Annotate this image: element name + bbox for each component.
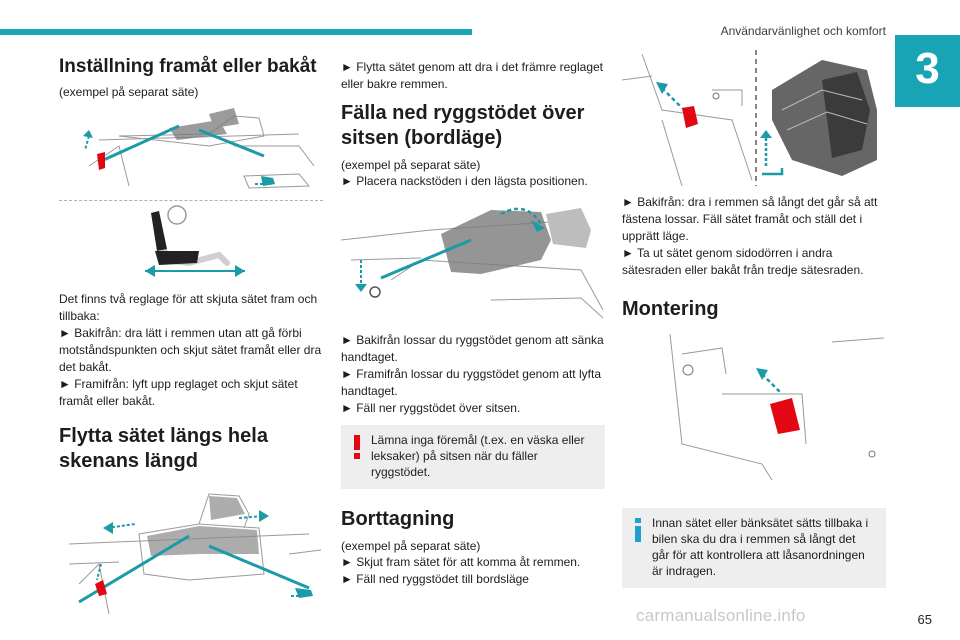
info-text: Innan sätet eller bänksätet sätts tillba… xyxy=(652,516,869,578)
watermark: carmanualsonline.info xyxy=(636,606,806,625)
warning-text: Lämna inga föremål (t.ex. en väska eller… xyxy=(371,433,585,479)
heading-forward-backward: Inställning framåt eller bakåt xyxy=(59,56,317,77)
illustration-person-seated xyxy=(145,205,245,277)
section-title: Användarvänlighet och komfort xyxy=(720,24,886,38)
bullet-from-behind: ► Bakifrån: dra lätt i remmen utan att g… xyxy=(59,326,322,374)
para-two-controls: Det finns två reglage för att skjuta sät… xyxy=(59,292,318,323)
column-left: Inställning framåt eller bakåt (exempel … xyxy=(59,54,323,616)
header-accent-bar xyxy=(0,29,472,35)
heading-fold-backrest: Fälla ned ryggstödet över sitsen (bordlä… xyxy=(341,102,585,149)
illustration-installation-latch xyxy=(669,334,885,480)
divider-dashed xyxy=(59,200,323,201)
bullet-remove-seat: ► Ta ut sätet genom sidodörren i andra s… xyxy=(622,246,864,277)
illustration-seat-removal xyxy=(622,50,877,186)
heading-move-along-rail: Flytta sätet längs hela skenans längd xyxy=(59,425,268,472)
bullet-from-front: ► Framifrån: lyft upp reglaget och skjut… xyxy=(59,377,298,408)
subtitle-example: (exempel på separat säte) xyxy=(59,85,199,99)
subtitle-example-2: (exempel på separat säte) xyxy=(341,158,481,172)
bullet-slide-forward: ► Skjut fram sätet för att komma åt remm… xyxy=(341,555,581,569)
heading-removal: Borttagning xyxy=(341,508,455,530)
page-number: 65 xyxy=(917,612,932,627)
bullet-release-front: ► Framifrån lossar du ryggstödet genom a… xyxy=(341,367,601,398)
bullet-fold-down: ► Fäll ner ryggstödet över sitsen. xyxy=(341,401,521,415)
warning-exclamation-icon xyxy=(354,435,360,459)
heading-installation: Montering xyxy=(622,298,719,320)
warning-box: Lämna inga föremål (t.ex. en väska eller… xyxy=(341,425,605,489)
illustration-seat-rail-adjust xyxy=(83,108,315,189)
bullet-headrests: ► Placera nackstöden i den lägsta positi… xyxy=(341,174,588,188)
illustration-seat-along-rail xyxy=(68,493,322,615)
bullet-pull-strap: ► Bakifrån: dra i remmen så långt det gå… xyxy=(622,195,878,243)
bullet-release-behind: ► Bakifrån lossar du ryggstödet genom at… xyxy=(341,333,604,364)
info-icon xyxy=(635,518,641,542)
chapter-tab: 3 xyxy=(895,35,960,107)
column-middle: ► Flytta sätet genom att dra i det främr… xyxy=(341,59,605,588)
info-box: Innan sätet eller bänksätet sätts tillba… xyxy=(622,508,886,588)
illustration-fold-backrest xyxy=(341,207,604,319)
subtitle-example-3: (exempel på separat säte) xyxy=(341,539,481,553)
bullet-table-position: ► Fäll ned ryggstödet till bordsläge xyxy=(341,572,529,586)
column-right: ► Bakifrån: dra i remmen så långt det gå… xyxy=(622,50,886,588)
para-move-seat: ► Flytta sätet genom att dra i det främr… xyxy=(341,60,603,91)
